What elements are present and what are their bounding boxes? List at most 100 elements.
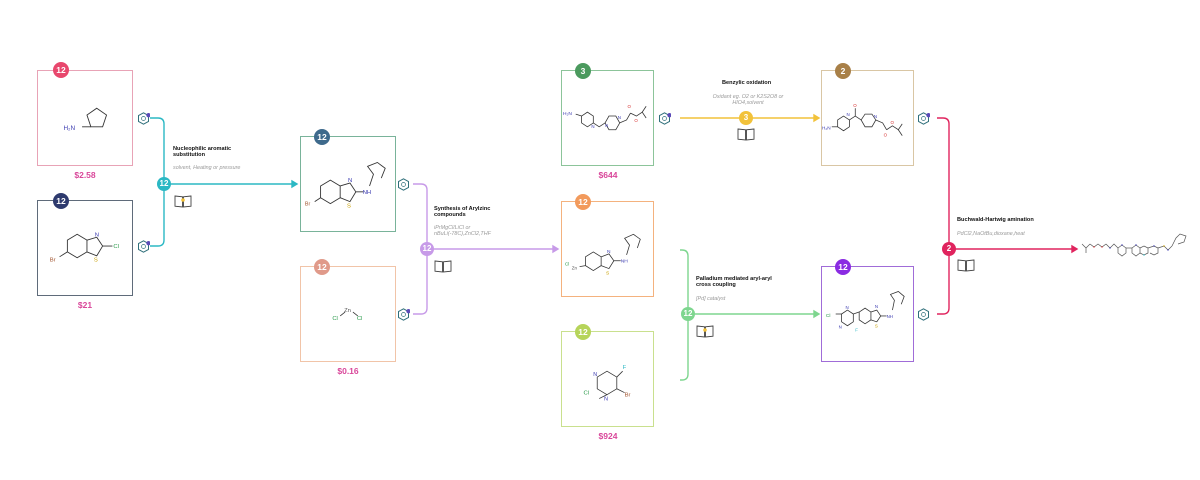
hexagon-molecule-icon[interactable] — [658, 112, 671, 125]
card-badge: 2 — [835, 63, 851, 79]
atom-label: Cl — [826, 313, 831, 319]
atom-label: Cl — [357, 316, 363, 322]
molecule-structure: H₂N N N N O O — [563, 104, 647, 131]
atom-label: H₂N — [63, 125, 75, 132]
atom-label: N — [874, 114, 877, 119]
reaction-title: Buchwald-Hartwig amination — [957, 217, 1034, 223]
price-label: $0.16 — [337, 366, 359, 376]
atom-label: NH — [621, 259, 629, 265]
atom-label: N — [593, 372, 597, 378]
price-label: $2.58 — [74, 170, 96, 180]
card-badge: 12 — [575, 194, 591, 210]
molecule-structure: Br N S Cl — [50, 232, 119, 264]
atom-label: S — [94, 258, 98, 264]
hexagon-molecule-icon[interactable] — [397, 178, 410, 191]
hexagon-molecule-icon[interactable] — [917, 112, 930, 125]
connector-r1 — [150, 117, 299, 247]
card-badge: 12 — [835, 259, 851, 275]
atom-label: N — [591, 124, 594, 129]
molecule-card-zinc-chloride[interactable]: Cl Zn Cl — [300, 266, 396, 362]
card-badge: 3 — [575, 63, 591, 79]
molecule-card-bromo-intermediate[interactable]: Br N S NH — [300, 136, 396, 232]
atom-label: NH — [887, 314, 893, 319]
book-icon[interactable] — [696, 324, 714, 338]
reaction-title: Benzylic oxidation — [722, 80, 772, 86]
hexagon-molecule-icon[interactable] — [917, 308, 930, 321]
molecule-card-amine[interactable]: H₂N — [37, 70, 133, 166]
price-label: $924 — [598, 431, 618, 441]
reaction-badge: 12 — [157, 177, 171, 191]
atom-label: N — [95, 232, 99, 238]
atom-label: Zn — [572, 266, 578, 271]
atom-label: H₂N — [822, 126, 831, 131]
connector-r4 — [680, 249, 821, 381]
card-badge: 12 — [314, 259, 330, 275]
atom-label: O — [884, 133, 888, 138]
hexagon-molecule-icon[interactable] — [397, 308, 410, 321]
molecule-structure: Br N S NH — [305, 161, 386, 210]
atom-label: H₂N — [563, 111, 572, 117]
molecule-card-benzothiazole[interactable]: Br N S Cl — [37, 200, 133, 296]
atom-label: Cl — [565, 262, 569, 267]
reaction-conditions: solvent, Heating or pressure — [173, 165, 241, 171]
atom-label: F — [623, 365, 627, 371]
book-icon[interactable] — [957, 258, 975, 272]
reaction-badge: 12 — [681, 307, 695, 321]
atom-label: Cl — [584, 391, 590, 397]
atom-label: O — [890, 120, 894, 125]
molecule-card-zinc-intermediate[interactable]: Cl Zn N S NH — [561, 201, 654, 297]
atom-label: N — [846, 112, 849, 117]
price-label: $644 — [598, 170, 618, 180]
atom-label: Br — [50, 258, 56, 264]
molecule-card-ketone[interactable]: H₂N N O N O O — [821, 70, 914, 166]
atom-label: Cl — [113, 244, 119, 250]
atom-label: N — [607, 249, 611, 255]
atom-label: Br — [305, 202, 311, 208]
atom-label: Br — [625, 393, 631, 399]
atom-label: N — [875, 304, 878, 309]
hexagon-molecule-icon[interactable] — [137, 240, 150, 253]
book-icon[interactable] — [737, 127, 755, 141]
card-badge: 12 — [53, 193, 69, 209]
atom-label: N — [348, 178, 352, 184]
final-product-structure[interactable] — [1080, 226, 1190, 266]
molecule-card-aminopyridine[interactable]: H₂N N N N O O — [561, 70, 654, 166]
atom-label: S — [875, 324, 878, 329]
connector-r5 — [937, 117, 1079, 315]
book-icon[interactable] — [174, 194, 192, 208]
molecule-structure: F N N Cl Br — [584, 365, 631, 403]
atom-label: O — [853, 103, 857, 108]
molecule-card-coupled[interactable]: Cl N N F N S NH — [821, 266, 914, 362]
hexagon-molecule-icon[interactable] — [137, 112, 150, 125]
atom-label: O — [628, 104, 632, 109]
atom-label: O — [634, 118, 638, 123]
atom-label: N — [618, 115, 621, 120]
atom-label: NH — [363, 190, 371, 196]
card-badge: 12 — [314, 129, 330, 145]
atom-label: F — [855, 328, 858, 333]
atom-label: Cl — [332, 316, 338, 322]
reaction-badge: 3 — [739, 111, 753, 125]
card-badge: 12 — [53, 62, 69, 78]
molecule-structure: H₂N — [63, 107, 108, 132]
reaction-conditions: PdCl2,NaOtBu,dioxane,heat — [957, 231, 1025, 237]
book-icon[interactable] — [434, 259, 452, 273]
molecule-structure: Cl Zn N S NH — [565, 233, 641, 276]
card-badge: 12 — [575, 324, 591, 340]
price-label: $21 — [77, 300, 93, 310]
reaction-badge: 2 — [942, 242, 956, 256]
atom-label: S — [606, 270, 610, 276]
molecule-structure: Cl N N F N S NH — [826, 291, 905, 333]
molecule-card-pyrimidine[interactable]: F N N Cl Br — [561, 331, 654, 427]
molecule-structure: H₂N N O N O O — [822, 103, 903, 138]
reaction-badge: 12 — [420, 242, 434, 256]
atom-label: N — [839, 325, 842, 330]
molecule-structure: Cl Zn Cl — [332, 308, 363, 322]
connector-r2 — [413, 183, 560, 315]
atom-label: N — [604, 397, 608, 403]
